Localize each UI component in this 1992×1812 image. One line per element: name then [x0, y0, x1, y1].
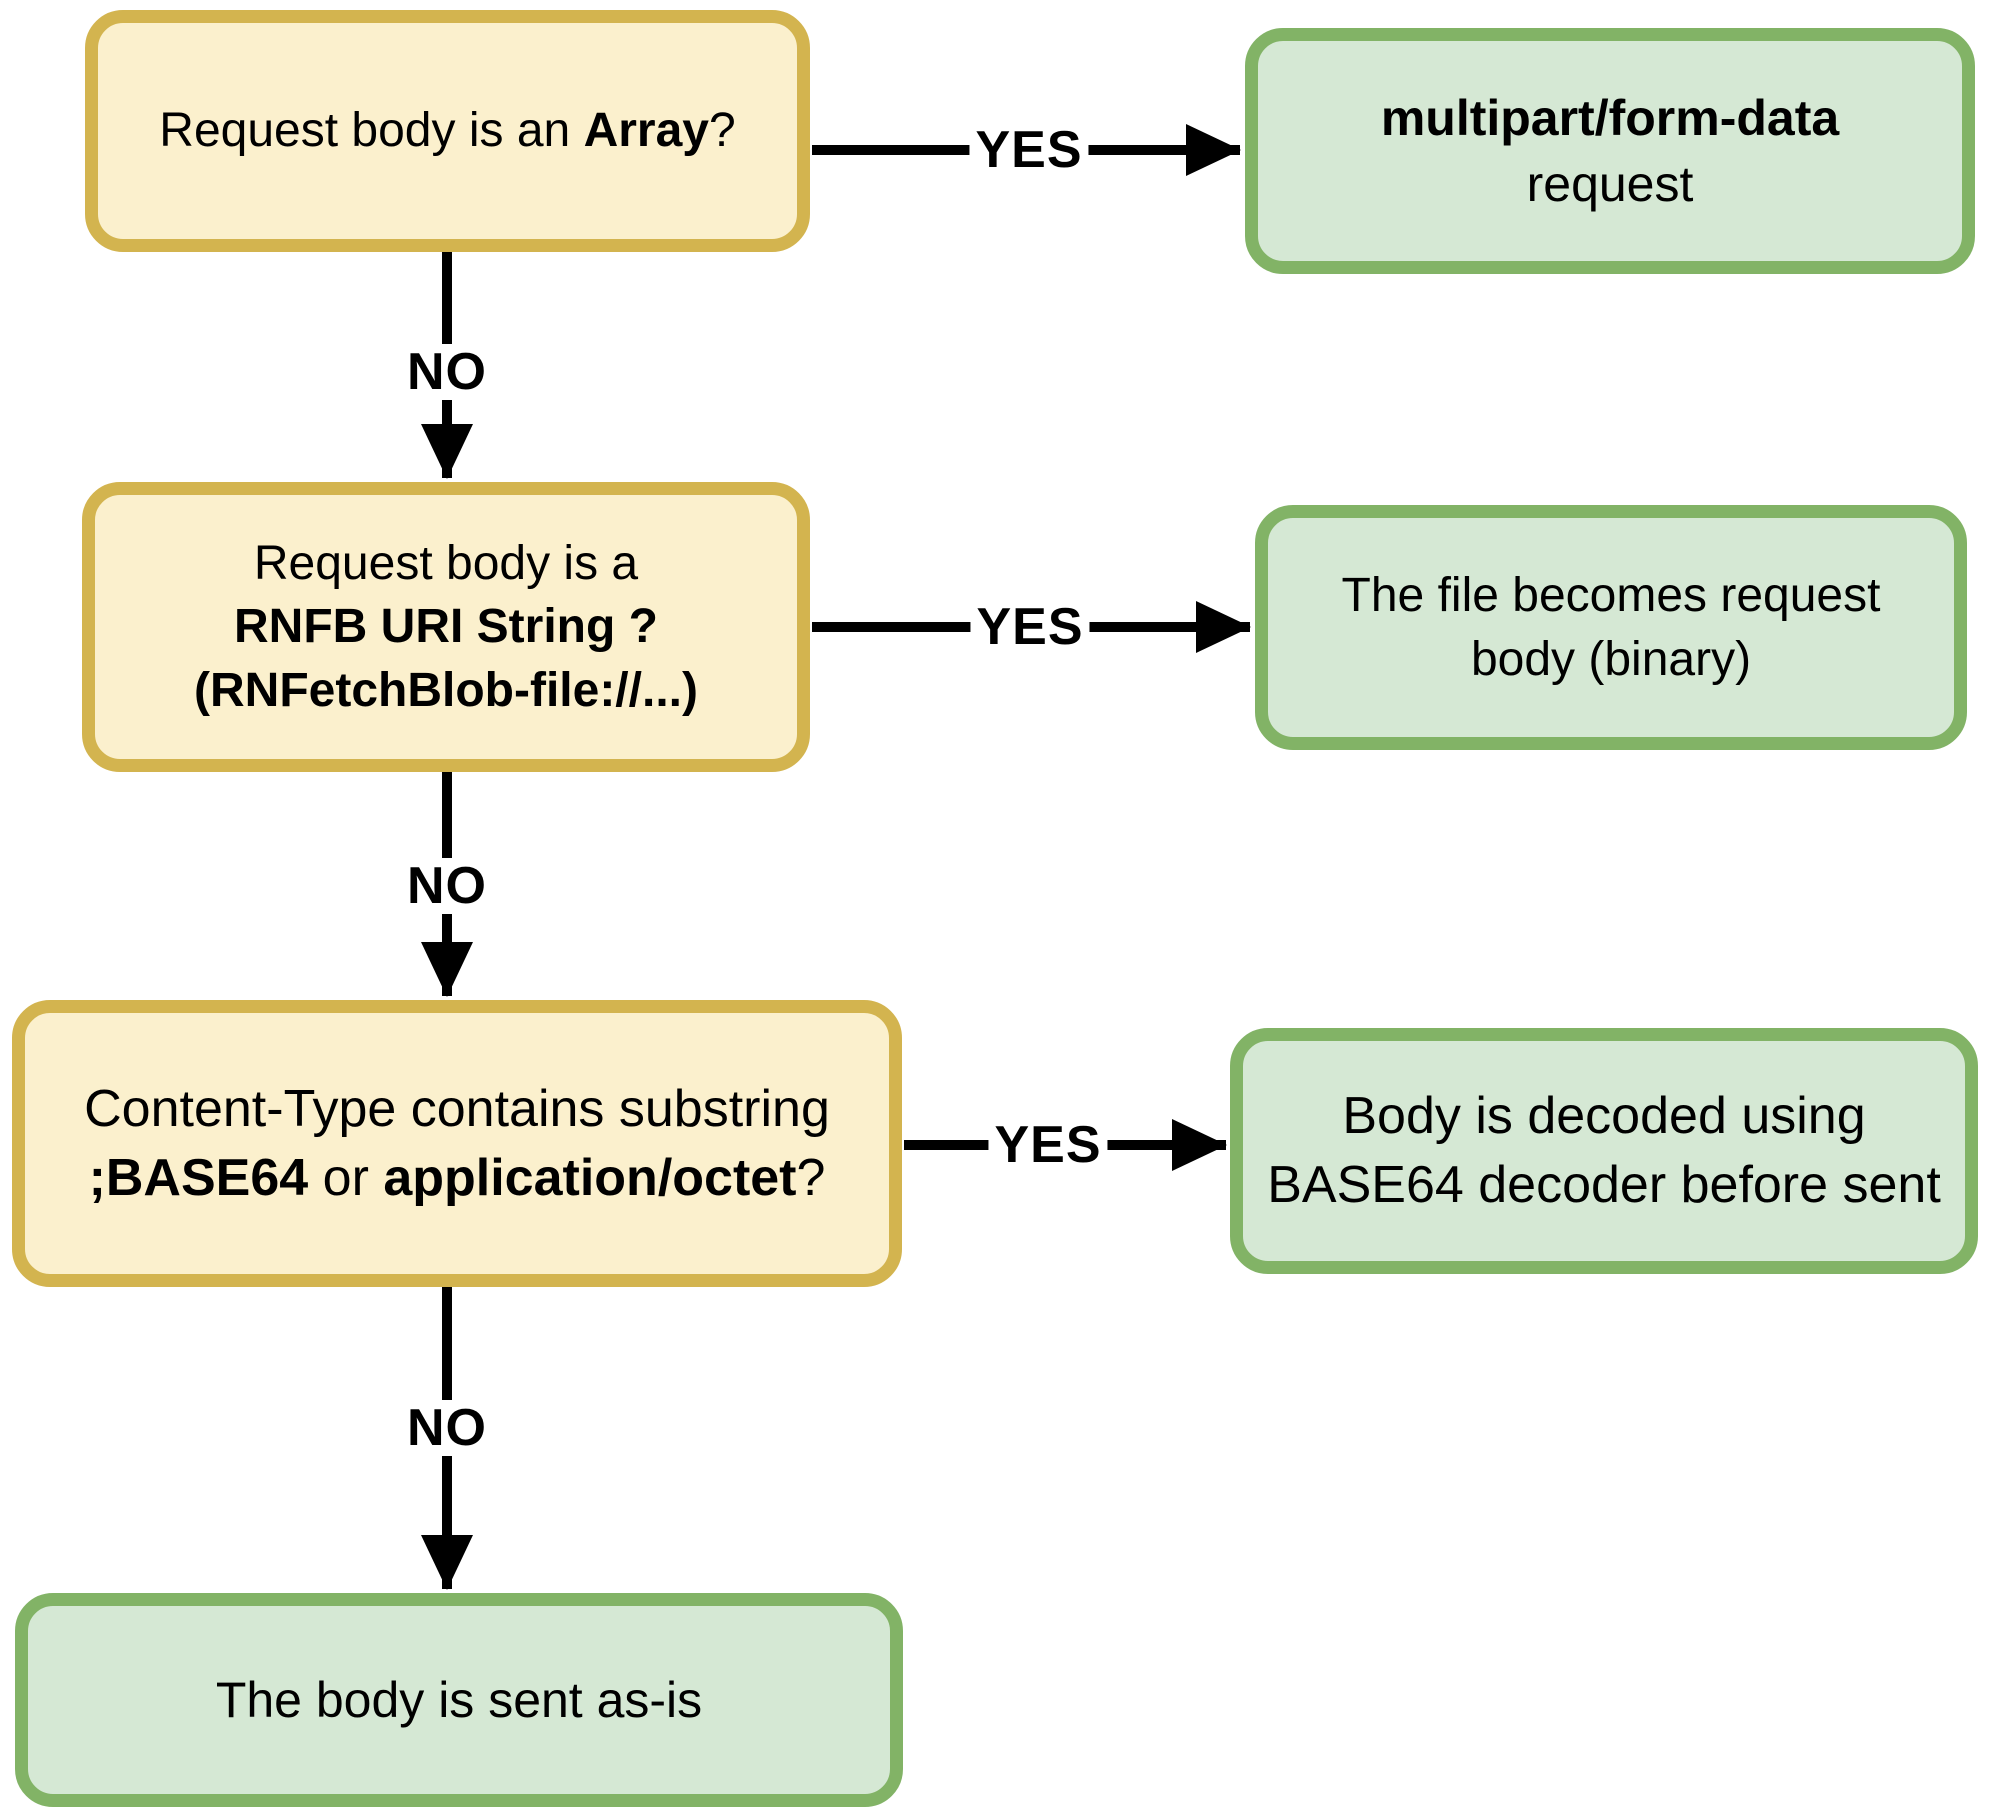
result-node-text-line2: BASE64 decoder before sent: [1267, 1156, 1941, 1214]
edge-label-yes-1: YES: [969, 122, 1089, 178]
edge-label-yes-2: YES: [970, 599, 1090, 655]
result-node-text-line2: request: [1526, 156, 1694, 212]
decision-node-text-line2: RNFB URI String ?: [234, 600, 658, 654]
decision-node-text-line1: Content-Type contains substring: [84, 1079, 830, 1138]
decision-node-content-type: Content-Type contains substring ;BASE64 …: [12, 1000, 902, 1287]
result-node-body-as-is: The body is sent as-is: [15, 1593, 903, 1807]
edge-label-yes-3: YES: [988, 1117, 1108, 1173]
decision-node-rnfb-uri: Request body is a RNFB URI String ? (RNF…: [82, 482, 810, 772]
result-node-text-line1: multipart/form-data: [1380, 90, 1840, 146]
edge-label-no-2: NO: [401, 858, 493, 914]
result-node-text-line1: Body is decoded using: [1342, 1087, 1866, 1146]
decision-node-text: Request body is an Array?: [159, 104, 736, 158]
result-node-text-line2: body (binary): [1470, 632, 1752, 686]
decision-node-text-line3: (RNFetchBlob-file://...): [194, 663, 698, 717]
decision-node-request-body-array: Request body is an Array?: [85, 10, 810, 252]
result-node-file-body: The file becomes request body (binary): [1255, 505, 1967, 750]
decision-node-text-line2: ;BASE64 or application/octet?: [88, 1148, 826, 1207]
result-node-base64-decode: Body is decoded using BASE64 decoder bef…: [1230, 1028, 1978, 1274]
result-node-multipart: multipart/form-data request: [1245, 28, 1975, 274]
decision-node-text-line1: Request body is a: [253, 536, 639, 590]
result-node-text-line1: The file becomes request: [1341, 569, 1881, 623]
edge-label-no-1: NO: [401, 344, 493, 400]
result-node-text-line1: The body is sent as-is: [215, 1672, 703, 1728]
edge-label-no-3: NO: [401, 1400, 493, 1456]
